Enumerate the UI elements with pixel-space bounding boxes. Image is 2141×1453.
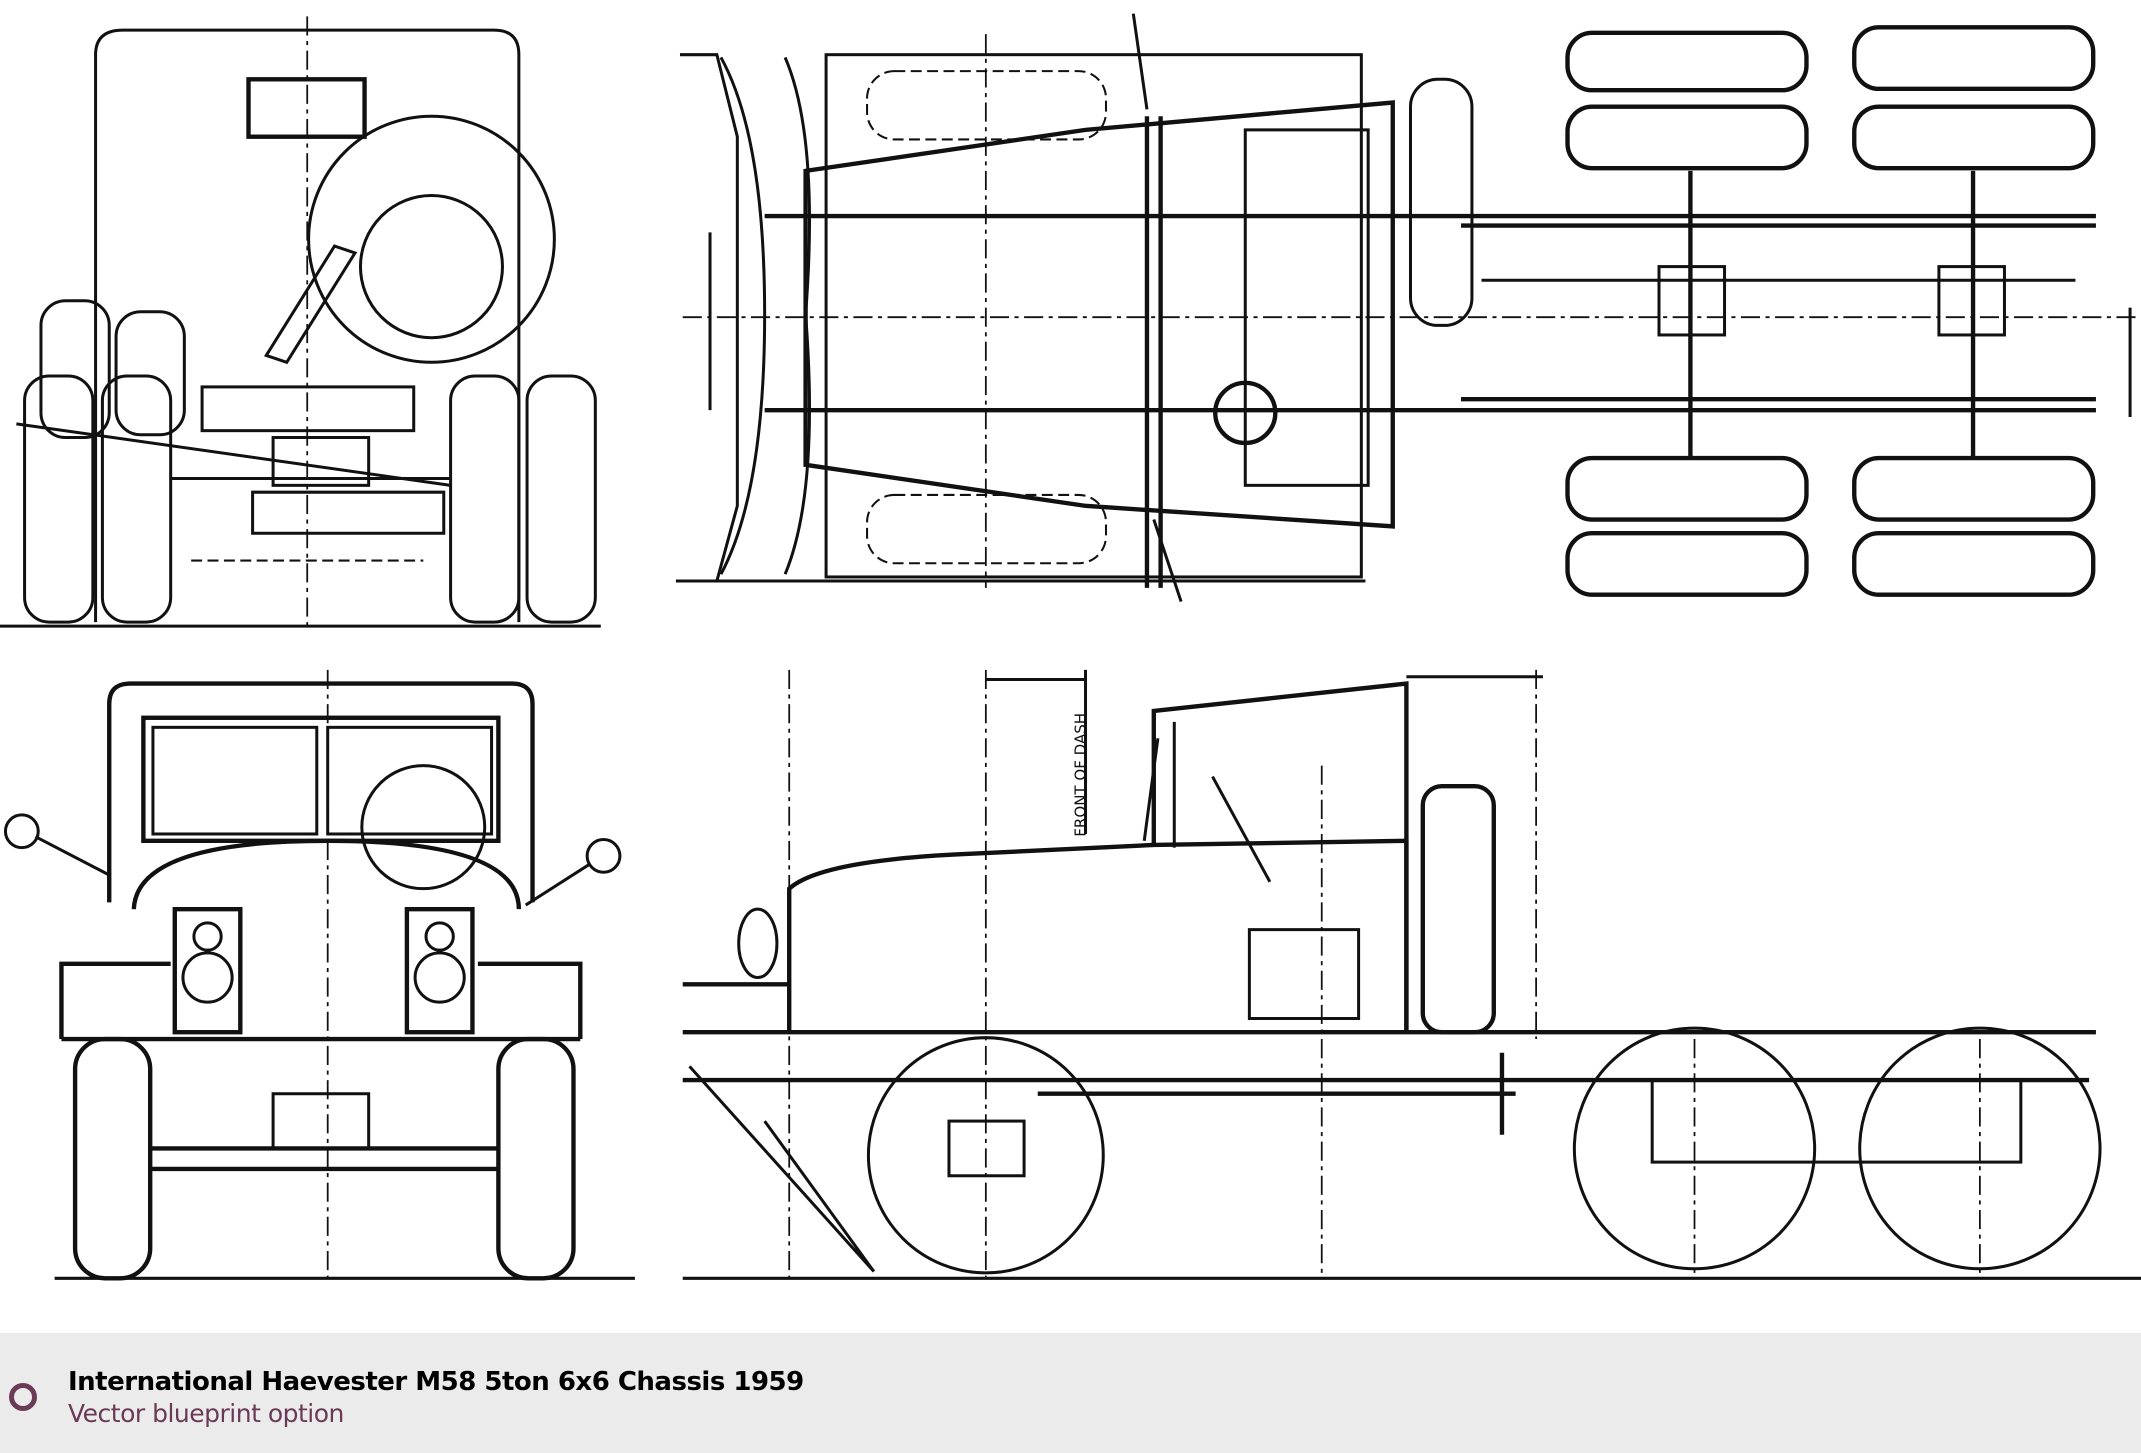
top-view: [675, 13, 2141, 603]
front-view: [3, 669, 635, 1281]
rear-view: [0, 16, 601, 629]
front-of-dash-label: FRONT OF DASH: [1072, 713, 1090, 837]
caption-subtitle[interactable]: Vector blueprint option: [68, 1399, 344, 1428]
bullet-ring-icon: [9, 1383, 37, 1411]
caption-title: International Haevester M58 5ton 6x6 Cha…: [68, 1367, 804, 1397]
caption-bar: International Haevester M58 5ton 6x6 Cha…: [0, 1333, 2141, 1453]
blueprint-drawing: FRONT OF DASH: [0, 13, 2141, 1281]
side-view: FRONT OF DASH: [682, 669, 2141, 1280]
